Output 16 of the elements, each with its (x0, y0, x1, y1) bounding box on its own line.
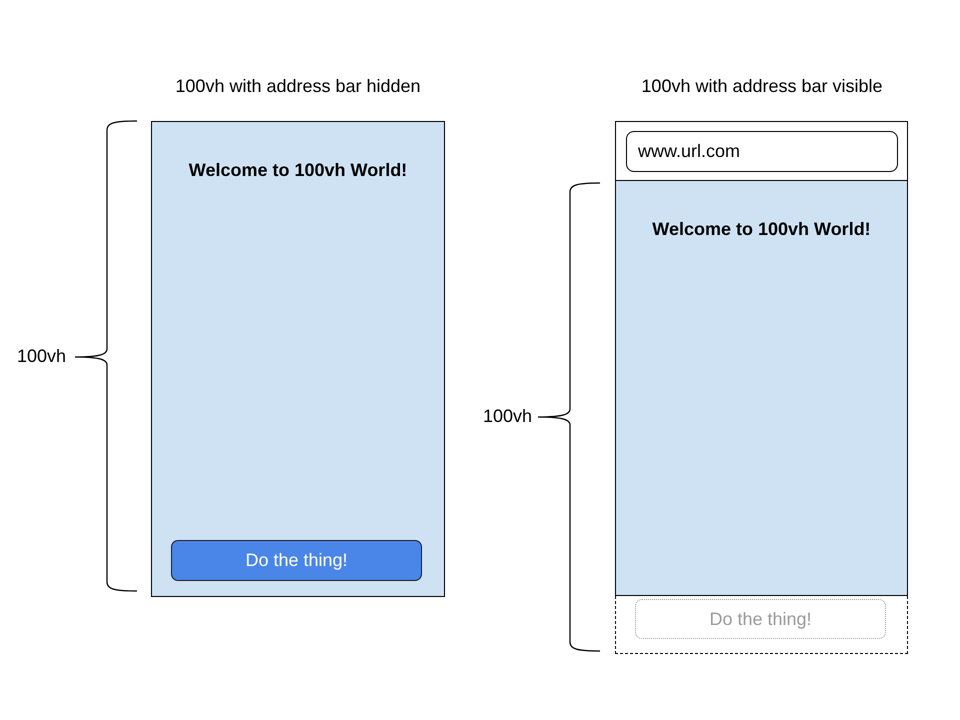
url-text: www.url.com (638, 141, 740, 162)
heading-text: Welcome to 100vh World! (652, 219, 871, 240)
button-label: Do the thing! (245, 550, 348, 571)
brace-label: 100vh (17, 346, 66, 367)
button-label: Do the thing! (709, 608, 812, 630)
url-field (626, 131, 898, 172)
brace-label: 100vh (483, 406, 532, 427)
panel-title: 100vh with address bar visible (640, 76, 884, 97)
heading-text: Welcome to 100vh World! (188, 160, 408, 181)
phone-screen (151, 121, 445, 597)
phone-screen (615, 180, 908, 596)
primary-button (171, 540, 422, 581)
dashed-box (615, 596, 908, 654)
address-bar-panel (615, 121, 908, 181)
panel-title: 100vh with address bar hidden (174, 76, 422, 97)
ghost-button (635, 599, 886, 639)
